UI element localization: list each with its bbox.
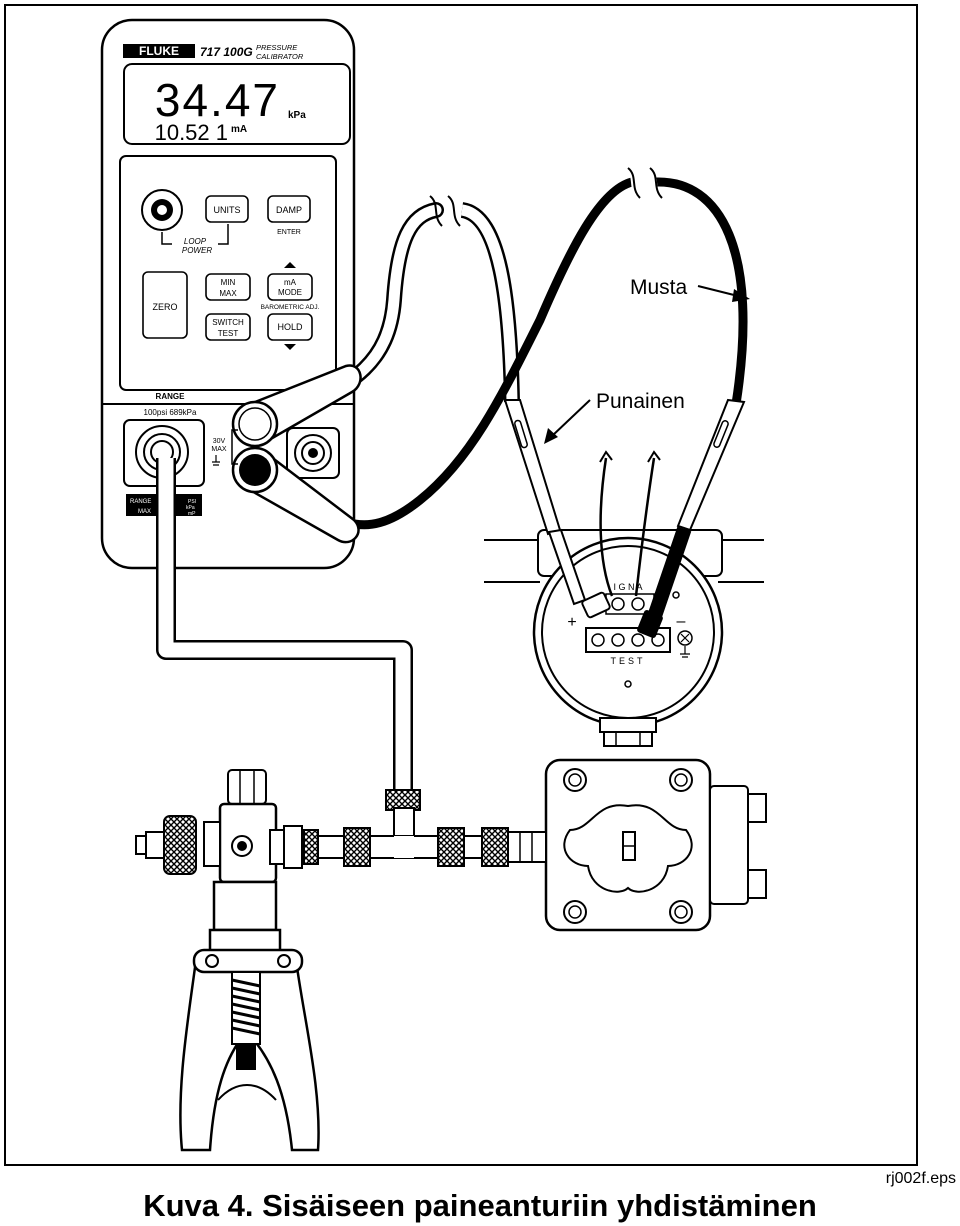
pressure-unit: kPa — [288, 110, 306, 121]
max-voltage-label-1: 30V — [213, 438, 226, 445]
switch-test-label-1: SWITCH — [212, 318, 244, 327]
plate-psi-label: PSI — [188, 499, 196, 505]
terminal-label: I G N A — [613, 582, 642, 592]
pressure-piping — [280, 807, 547, 869]
ma-mode-button[interactable]: mA MODE — [267, 273, 313, 301]
plate-mp-label: mP — [188, 511, 196, 517]
zero-button[interactable]: ZERO — [142, 271, 188, 339]
pressure-module-connector-icon — [294, 434, 332, 472]
damp-button-label: DAMP — [276, 205, 302, 215]
minus-terminal-label: – — [677, 613, 686, 630]
red-lead-connector — [231, 364, 362, 448]
figure-caption: Kuva 4. Sisäiseen paineanturiin yhdistäm… — [143, 1188, 817, 1223]
red-lead-callout: Punainen — [544, 390, 685, 444]
pressure-hose — [156, 458, 421, 811]
brand-badge — [123, 44, 195, 58]
plus-terminal-label: + — [567, 614, 576, 631]
ma-mode-label-1: mA — [284, 278, 297, 287]
callout-arrow-icon — [544, 428, 558, 444]
down-arrow-icon — [284, 344, 296, 350]
model-label: 717 100G — [200, 45, 253, 59]
pressure-reading: 34.47 — [155, 74, 280, 126]
pressure-transmitter: I G N A + – TEST — [484, 450, 767, 932]
black-lead-callout: Musta — [630, 276, 750, 302]
current-unit: mA — [231, 124, 247, 135]
range-values: 100psi 689kPa — [144, 408, 197, 417]
brand-label: FLUKE — [139, 44, 179, 58]
current-reading: 10.52 1 — [155, 120, 228, 145]
loop-power-label-1: LOOP — [184, 237, 207, 246]
test-label: TEST — [610, 656, 645, 666]
ma-mode-label-2: MODE — [278, 288, 302, 297]
plate-max-label: MAX — [138, 509, 151, 515]
barometric-adj-label: BAROMETRIC ADJ. — [261, 304, 320, 311]
black-lead-label: Musta — [630, 276, 688, 299]
hold-button-label: HOLD — [277, 322, 303, 332]
up-arrow-icon — [284, 262, 296, 268]
lcd-display: 34.47 kPa 10.52 1 mA — [155, 74, 307, 145]
plate-kpa-label: kPa — [186, 505, 195, 511]
black-lead-connector — [231, 446, 360, 544]
loop-power-label-2: POWER — [182, 246, 212, 255]
switch-test-button[interactable]: SWITCH TEST — [205, 313, 251, 341]
hold-button[interactable]: HOLD — [267, 313, 313, 341]
enter-label: ENTER — [277, 229, 301, 236]
file-tag: rj002f.eps — [885, 1170, 956, 1187]
ground-screw-icon — [677, 630, 693, 658]
max-voltage-label-2: MAX — [211, 446, 227, 453]
type-label-2: CALIBRATOR — [256, 52, 304, 61]
damp-button[interactable]: DAMP — [267, 195, 311, 223]
min-max-label-1: MIN — [221, 278, 236, 287]
callout-arrow-icon — [732, 289, 750, 302]
min-max-label-2: MAX — [219, 289, 237, 298]
switch-test-label-2: TEST — [218, 329, 239, 338]
range-label: RANGE — [156, 392, 186, 401]
ground-icon — [212, 455, 220, 466]
units-button[interactable]: UNITS — [205, 195, 249, 223]
type-label-1: PRESSURE — [256, 43, 298, 52]
units-button-label: UNITS — [214, 205, 241, 215]
red-lead-label: Punainen — [596, 390, 685, 413]
hand-pump — [135, 769, 320, 1152]
zero-button-label: ZERO — [152, 302, 177, 312]
min-max-button[interactable]: MIN MAX — [205, 273, 251, 301]
plate-range-label: RANGE — [130, 499, 151, 505]
pressure-calibrator: FLUKE 717 100G PRESSURE CALIBRATOR 34.47… — [100, 18, 356, 570]
